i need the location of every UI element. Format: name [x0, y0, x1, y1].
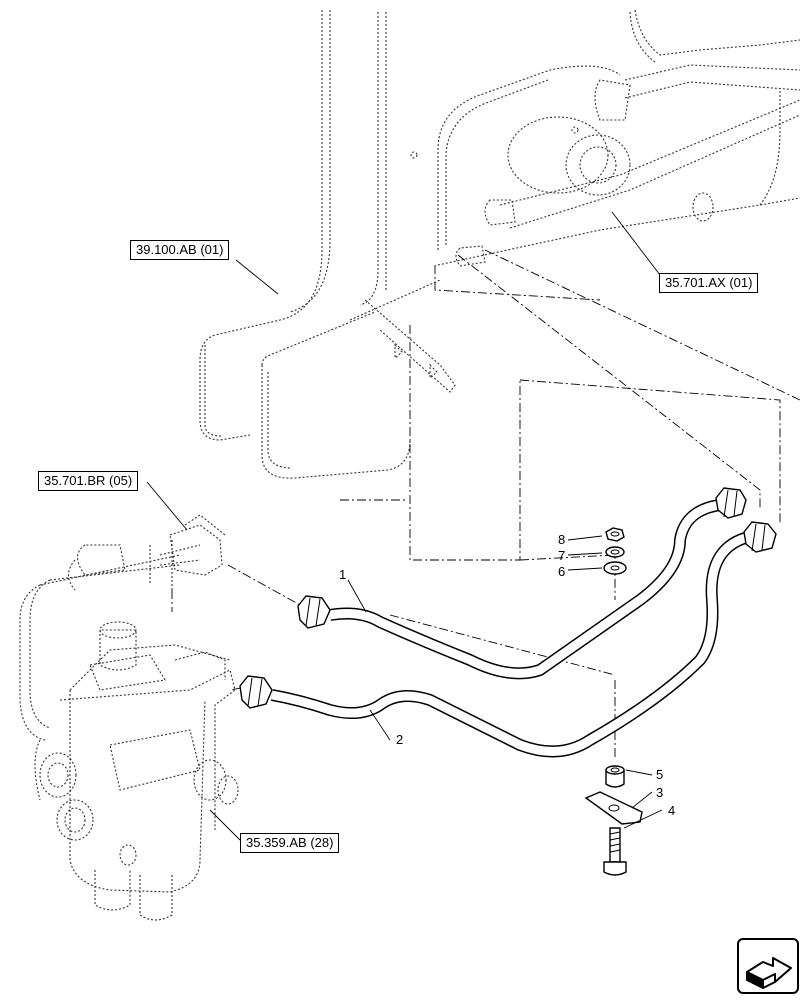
callout-washer-6: 6 [558, 564, 566, 579]
tube-2-nut-left [239, 675, 273, 709]
hydraulic-tube-2 [239, 521, 777, 758]
callout-clamp-3: 3 [656, 785, 664, 800]
reference-hose-rear[interactable]: 35.701.AX (01) [659, 273, 759, 293]
callout-spacer-5: 5 [656, 767, 664, 782]
callout-tube-2: 2 [396, 732, 404, 747]
spacer-5 [605, 765, 625, 788]
next-page-arrow-icon[interactable] [737, 938, 799, 994]
washer-6 [603, 561, 627, 575]
arrow-shape [746, 957, 792, 989]
control-valve-phantom [19, 514, 239, 921]
assembly-lines [171, 249, 801, 760]
leader-lines [146, 211, 663, 841]
tube-2-nut-right [743, 521, 777, 553]
tractor-frame-phantom [199, 9, 801, 479]
tube-1-nut-left [297, 595, 331, 629]
reference-frame[interactable]: 39.100.AB (01) [130, 240, 230, 260]
nut-8 [605, 527, 625, 542]
washer-7 [605, 546, 625, 558]
hydraulic-tube-1 [297, 487, 747, 680]
reference-valve[interactable]: 35.359.AB (28) [240, 833, 340, 853]
clamp-3 [584, 791, 643, 825]
callout-washer-7: 7 [558, 548, 566, 563]
reference-adapter[interactable]: 35.701.BR (05) [38, 471, 139, 491]
callout-bolt-4: 4 [668, 803, 676, 818]
tube-1-nut-right [715, 487, 747, 519]
callout-tube-1: 1 [339, 567, 347, 582]
callout-nut-8: 8 [558, 532, 566, 547]
bolt-4 [603, 827, 627, 876]
